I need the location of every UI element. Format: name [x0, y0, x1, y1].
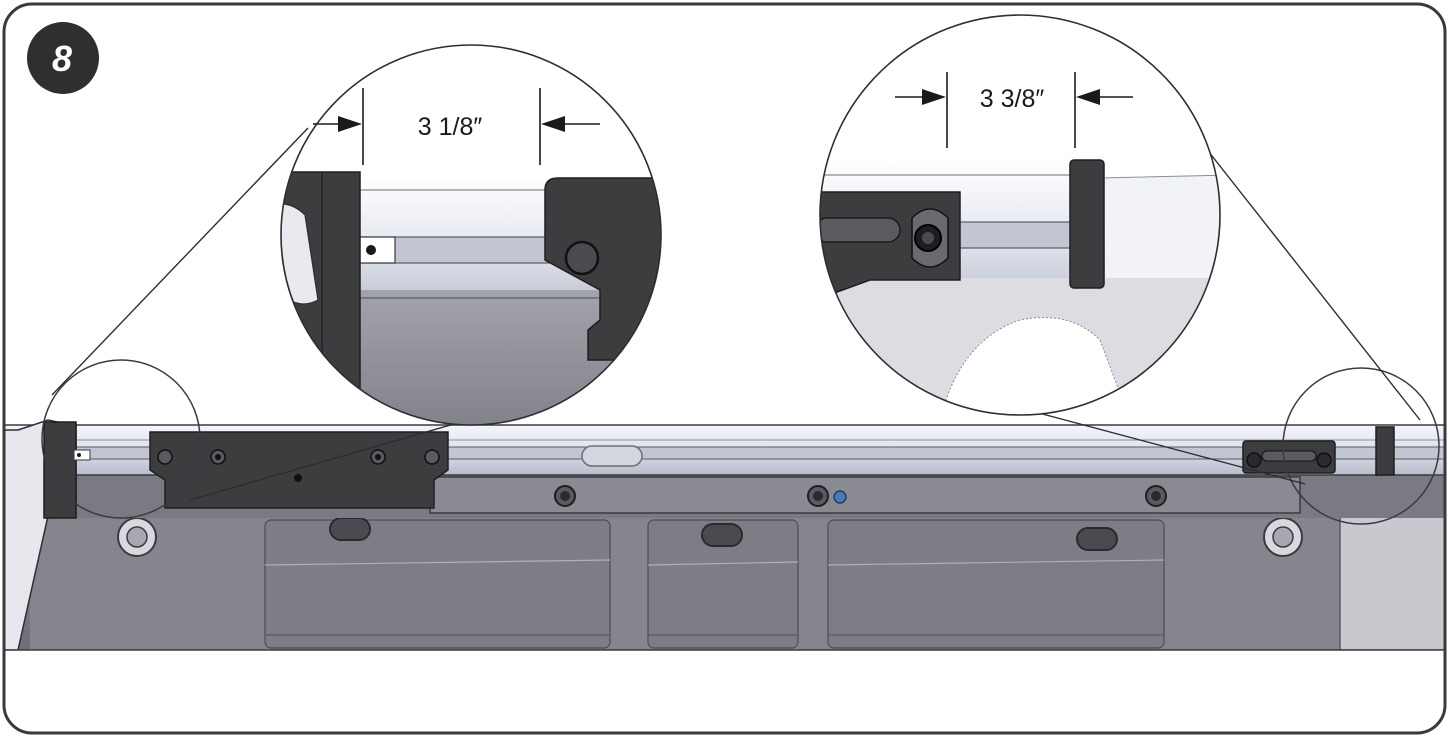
- dimension-label-left: 3 1/8″: [418, 113, 483, 141]
- stake-pockets: [117, 517, 1303, 557]
- dimension-label-right: 3 3/8″: [980, 85, 1045, 113]
- clamp-bracket-left: [149, 431, 449, 509]
- end-cap-right: [1375, 426, 1395, 476]
- detail-circle-left: [41, 359, 201, 519]
- step-number: 8: [52, 38, 72, 79]
- rail-clip: [581, 445, 643, 467]
- zoom-detail-right: [819, 14, 1221, 416]
- step-badge: 8: [27, 22, 99, 94]
- bed-panels: [264, 519, 1165, 649]
- rail-bolts: [554, 485, 1167, 507]
- detail-circle-right: [1282, 367, 1440, 525]
- dimension-right: [895, 72, 1133, 148]
- dimension-left: [313, 88, 600, 165]
- clamp-bolts-left: [157, 449, 440, 482]
- truck-bed-view: [4, 419, 1445, 733]
- zoom-detail-left: [280, 44, 662, 426]
